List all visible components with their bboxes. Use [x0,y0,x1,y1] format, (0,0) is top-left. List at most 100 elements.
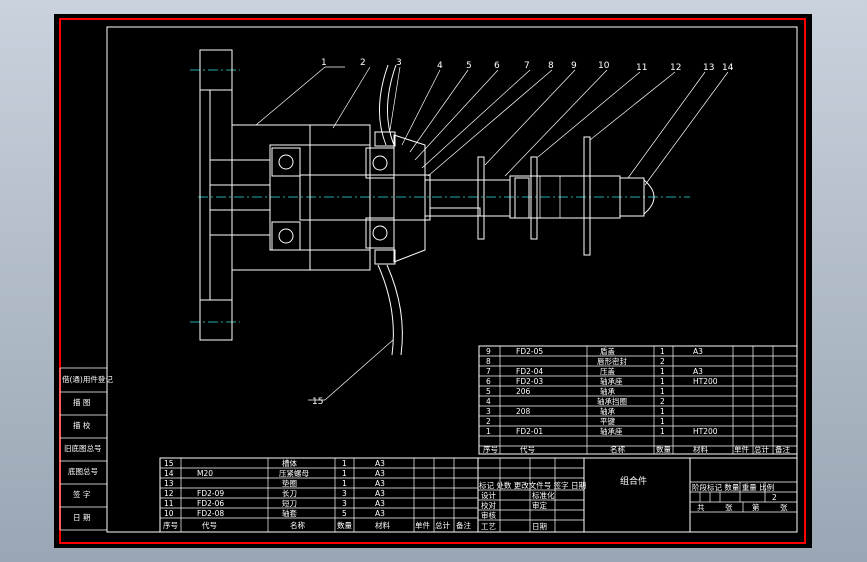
bom-seq: 4 [486,397,491,406]
left-strip-label: 旧底图总号 [64,443,102,453]
left-strip-label: 描 图 [73,397,90,407]
bom-qty: 1 [660,417,665,426]
trough [379,64,389,146]
left-strip-label: 底图总号 [68,466,98,476]
bom-qty: 1 [660,427,665,436]
callout-number: 14 [722,63,734,73]
bom-mat: HT200 [693,377,718,386]
bom-seq: 12 [164,489,174,498]
bom-qty: 2 [660,397,665,406]
bearing-top [271,147,301,177]
long-blade [583,136,591,256]
title-block: 标记 处数 更改文件号 签字 日期 设计 标准化 校对 审定 审核 工艺 日期 … [477,457,798,533]
bom-header: 数量 [656,444,671,454]
sheet-index-label: 第 [752,502,760,512]
bom-qty: 1 [660,407,665,416]
stage-header: 阶段标记 数量 重量 比例 [692,482,774,492]
bom-seq: 13 [164,479,174,488]
callout-number: 3 [396,58,402,68]
callout-number: 13 [703,63,714,73]
bom-code: FD2-06 [197,499,224,508]
bom-seq: 5 [486,387,491,396]
bom-name: 压紧螺母 [279,468,309,478]
bom-name: 轴承座 [600,426,623,436]
bom-qty: 2 [660,357,665,366]
sheet-index-unit: 张 [780,503,788,512]
callout-number: 4 [437,61,443,71]
bom-header: 名称 [290,520,305,530]
sign-label: 审定 [532,500,547,510]
callout-number: 1 [321,58,327,68]
sheet-total-label: 共 [697,503,705,512]
bom-mat: A3 [375,469,385,478]
bom-name: 短刀 [282,498,297,508]
bom-name: 平键 [600,416,615,426]
sign-label: 设计 [481,490,496,500]
bom-seq: 3 [486,407,491,416]
callout-number: 7 [524,61,530,71]
scale-value: 2 [772,493,777,502]
bom-mat: A3 [375,509,385,518]
revision-header: 标记 处数 更改文件号 签字 日期 [479,480,586,490]
bom-header: 材料 [375,520,390,530]
nut [619,177,645,217]
drawing-title: 组合件 [620,475,647,487]
callout-number: 15 [312,397,323,407]
shaft [299,174,431,221]
bom-code: FD2-05 [516,347,543,356]
bom-header: 单件 [415,520,430,530]
callout-number: 8 [548,61,554,71]
bom-name: 唇形密封 [597,356,627,366]
outer-frame [59,18,806,544]
sign-label: 校对 [481,500,496,510]
callout-number: 6 [494,61,500,71]
left-strip-label: 描 校 [73,420,91,430]
bom-seq: 7 [486,367,491,376]
bom-mat: A3 [375,479,385,488]
bom-code: 208 [516,407,531,416]
bom-header: 代号 [202,520,217,530]
bom-mat: A3 [693,347,703,356]
left-strip-label: 签 字 [73,489,90,499]
bom-qty: 1 [342,459,347,468]
callout-number: 2 [360,58,366,68]
bom-qty: 1 [342,479,347,488]
bom-seq: 11 [164,499,174,508]
bom-qty: 5 [342,509,347,518]
callout-number: 5 [466,61,472,71]
bom-seq: 9 [486,347,491,356]
bom-qty: 1 [660,347,665,356]
bom-seq: 8 [486,357,491,366]
bom-mat: HT200 [693,427,718,436]
bom-qty: 1 [660,367,665,376]
callout-number: 12 [670,63,681,73]
bom-name: 长刀 [282,488,297,498]
bom-code: FD2-03 [516,377,543,386]
short-blade [477,156,485,240]
sheet-total-unit: 张 [725,503,733,512]
bom-header: 备注 [456,520,471,530]
assembly-drawing: 1 2 3 4 5 6 7 8 9 10 11 12 13 14 15 [190,49,734,407]
bom-name: 轴承挡圈 [597,396,627,406]
bom-table-right: 9 FD2-05 盾盖 1 A3 8 唇形密封 2 7 FD2-04 压盖 1 … [478,345,798,455]
bom-code: FD2-08 [197,509,224,518]
callout-number: 9 [571,61,577,71]
bom-table-left: 15 槽体 1 A3 14 M20 压紧螺母 1 A3 13 垫圈 1 A3 1… [159,457,479,533]
bom-mat: A3 [375,499,385,508]
bom-mat: A3 [375,459,385,468]
bom-mat: A3 [693,367,703,376]
bom-name: 垫圈 [282,478,297,488]
callout-number: 10 [598,61,610,71]
bom-qty: 1 [342,469,347,478]
bom-qty: 1 [660,377,665,386]
bom-qty: 1 [660,387,665,396]
bom-code: FD2-01 [516,427,543,436]
bom-seq: 14 [164,469,174,478]
bearing-bottom [271,221,301,251]
sign-label: 工艺 [481,522,496,531]
bom-header: 序号 [483,444,498,454]
bom-name: 轴承座 [600,376,623,386]
bom-header: 单件 [734,444,749,454]
left-strip-label: 日 期 [73,513,90,522]
